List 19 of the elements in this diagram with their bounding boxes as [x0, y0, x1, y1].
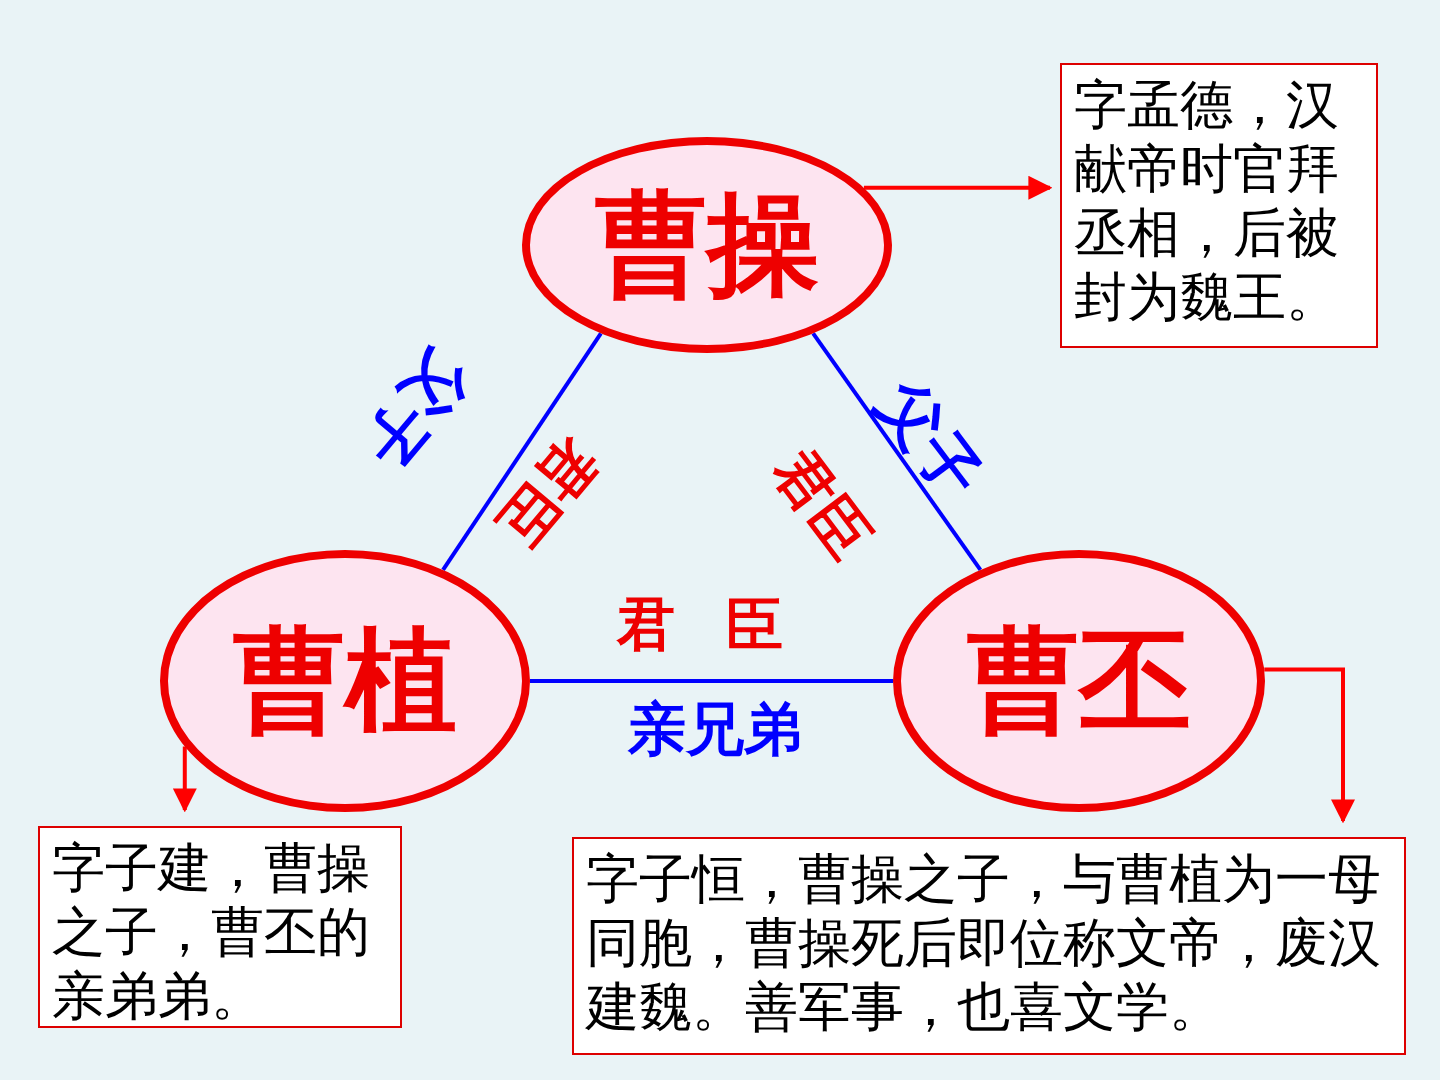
connector-line [530, 679, 893, 683]
note-box [1060, 63, 1378, 348]
note-text: 字子建，曹操之子，曹丕的亲弟弟。 [52, 836, 371, 1028]
relation-label: 君臣 [483, 425, 613, 561]
person-name: 曹操 [595, 177, 819, 311]
note-text: 字孟德，汉献帝时官拜丞相，后被封为魏王。 [1074, 73, 1340, 329]
note-box [38, 826, 402, 1028]
arrow [863, 175, 1053, 200]
person-name: 曹丕 [967, 613, 1191, 747]
edge-label: 父子 [346, 338, 485, 484]
connector-line [441, 332, 603, 571]
note-text: 字子恒，曹操之子，与曹植为一母同胞，曹操死后即位称文帝，废汉建魏。善军事，也喜文学。 [586, 847, 1382, 1039]
connector-line [811, 332, 983, 572]
edge-label: 亲兄弟 [628, 694, 802, 765]
person-name: 曹植 [233, 613, 457, 747]
relation-label: 君臣 [617, 589, 833, 660]
note-box [572, 837, 1406, 1055]
arrow [172, 746, 197, 813]
arrow [1264, 667, 1355, 824]
